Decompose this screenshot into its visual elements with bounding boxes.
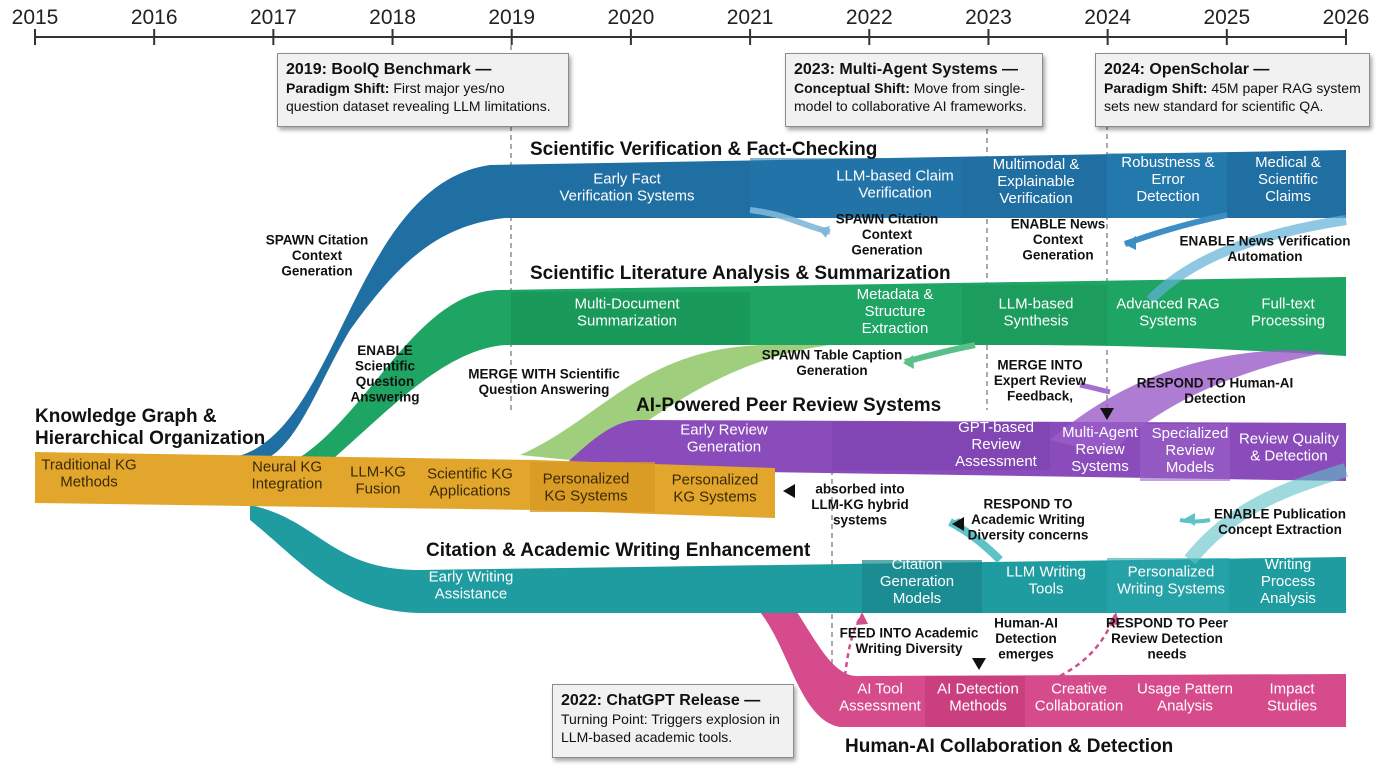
callout-openscholar: 2024: OpenScholar — Paradigm Shift: 45M … (1095, 53, 1370, 127)
year-label: 2026 (1323, 6, 1370, 29)
callout-boolq-title: 2019: BoolQ Benchmark — (286, 61, 492, 78)
callout-boolq-text: First major yes/no question dataset reve… (286, 80, 551, 114)
callout-multiagent-text: Move from single-model to collaborative … (794, 80, 1027, 114)
year-label: 2021 (727, 6, 774, 29)
year-label: 2018 (369, 6, 416, 29)
title-peer-review: AI-Powered Peer Review Systems (636, 395, 941, 416)
callout-boolq-label: Paradigm Shift: (286, 80, 390, 96)
callout-chatgpt-title: 2022: ChatGPT Release — (561, 692, 761, 709)
stream-verification (230, 150, 1346, 458)
stream-citation (250, 505, 1346, 613)
title-human-ai: Human-AI Collaboration & Detection (845, 736, 1173, 757)
stream-peer-review (560, 350, 1346, 481)
year-label: 2022 (846, 6, 893, 29)
year-label: 2015 (12, 6, 59, 29)
stream-literature (275, 277, 1346, 470)
callout-openscholar-title: 2024: OpenScholar — (1104, 61, 1270, 78)
callout-boolq: 2019: BoolQ Benchmark — Paradigm Shift: … (277, 53, 569, 127)
year-label: 2017 (250, 6, 297, 29)
year-label: 2024 (1084, 6, 1131, 29)
connector-flows (559, 207, 1349, 701)
triangle-markers (783, 408, 1114, 670)
stream-knowledge-graph (35, 452, 775, 518)
callout-openscholar-label: Paradigm Shift: (1104, 80, 1208, 96)
callout-openscholar-text: 45M paper RAG system sets new standard f… (1104, 80, 1361, 114)
title-verification: Scientific Verification & Fact-Checking (530, 139, 877, 160)
title-citation: Citation & Academic Writing Enhancement (426, 540, 811, 561)
timeline-axis: 2015 2016 2017 2018 2019 2020 2021 2022 2023 2024… (12, 6, 1370, 45)
callout-chatgpt: 2022: ChatGPT Release — Turning Point: T… (552, 684, 794, 758)
year-label: 2023 (965, 6, 1012, 29)
title-knowledge-graph: Knowledge Graph & Hierarchical Organizat… (35, 406, 265, 449)
callout-chatgpt-text: Turning Point: Triggers explosion in LLM… (561, 711, 780, 745)
callout-multiagent-title: 2023: Multi-Agent Systems — (794, 61, 1019, 78)
year-label: 2016 (131, 6, 178, 29)
callout-multiagent: 2023: Multi-Agent Systems — Conceptual S… (785, 53, 1043, 127)
year-label: 2020 (608, 6, 655, 29)
year-label: 2025 (1203, 6, 1250, 29)
title-literature: Scientific Literature Analysis & Summari… (530, 263, 951, 284)
stream-human-ai (760, 575, 1346, 727)
year-label: 2019 (488, 6, 535, 29)
segment-peer-review-5: Review Quality& Detection (1239, 431, 1340, 465)
callout-multiagent-label: Conceptual Shift: (794, 80, 910, 96)
merge-stream-sqa (520, 345, 830, 462)
